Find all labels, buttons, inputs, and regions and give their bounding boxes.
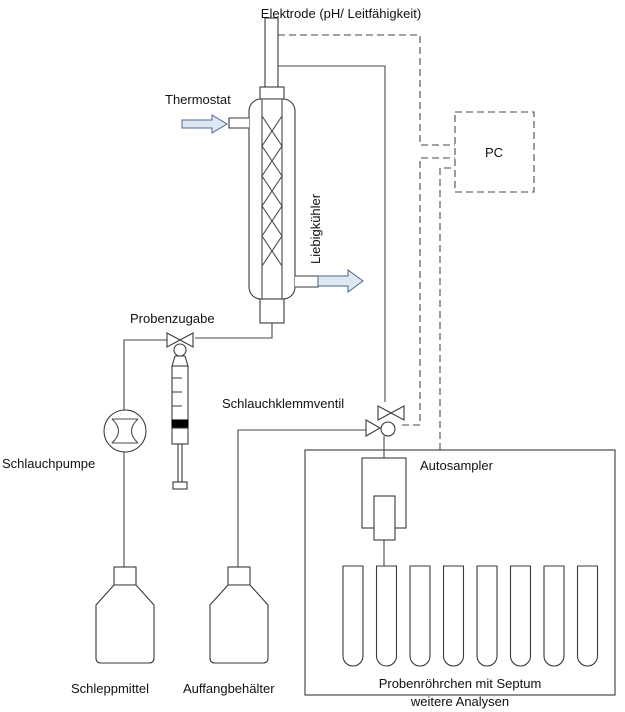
- sample-addition-valve: [166, 332, 194, 357]
- sample-tube: [342, 565, 364, 667]
- autosampler-label: Autosampler: [420, 458, 494, 473]
- thermostat-label: Thermostat: [165, 92, 231, 107]
- tubes-label-line1: Probenröhrchen mit Septum: [379, 676, 542, 691]
- coolant-outlet-arrow: [317, 269, 364, 293]
- pinch-valve: [365, 405, 405, 437]
- sample-addition-label: Probenzugabe: [130, 311, 215, 326]
- thermostat-inlet-arrow: [181, 114, 228, 134]
- sample-tube: [375, 565, 398, 667]
- tubes-label-line2: weitere Analysen: [410, 694, 509, 709]
- electrode-signal-line: [278, 34, 455, 146]
- peristaltic-pump: [103, 409, 147, 453]
- autosampler-signal-line: [439, 167, 455, 450]
- electrode: [264, 17, 279, 89]
- sample-tube: [543, 565, 565, 667]
- condenser-label: Liebigkühler: [308, 193, 323, 264]
- sample-tubes: [342, 565, 599, 667]
- electrode-label: Elektrode (pH/ Leitfähigkeit): [261, 6, 421, 21]
- pump-label: Schlauchpumpe: [2, 456, 95, 471]
- pc-box: [454, 111, 535, 193]
- valve-signal-line: [402, 157, 455, 426]
- liebig-condenser: [228, 86, 319, 324]
- pump-line: [123, 339, 168, 567]
- collection-label: Auffangbehälter: [183, 681, 275, 696]
- collection-tube: [237, 429, 370, 567]
- condenser-to-probe-valve-tube: [195, 323, 273, 339]
- pinch-valve-label: Schlauchklemmventil: [222, 396, 344, 411]
- entrainer-bottle: [95, 566, 155, 664]
- sample-tube: [409, 565, 431, 667]
- sample-tube: [476, 565, 498, 667]
- syringe: [171, 355, 189, 490]
- sample-tube: [576, 565, 599, 667]
- sample-tube: [509, 565, 532, 667]
- collection-bottle: [209, 566, 269, 664]
- pc-label: PC: [485, 145, 503, 160]
- sample-tube: [442, 565, 465, 667]
- electrode-to-valve-tube: [278, 65, 386, 402]
- entrainer-label: Schleppmittel: [71, 681, 149, 696]
